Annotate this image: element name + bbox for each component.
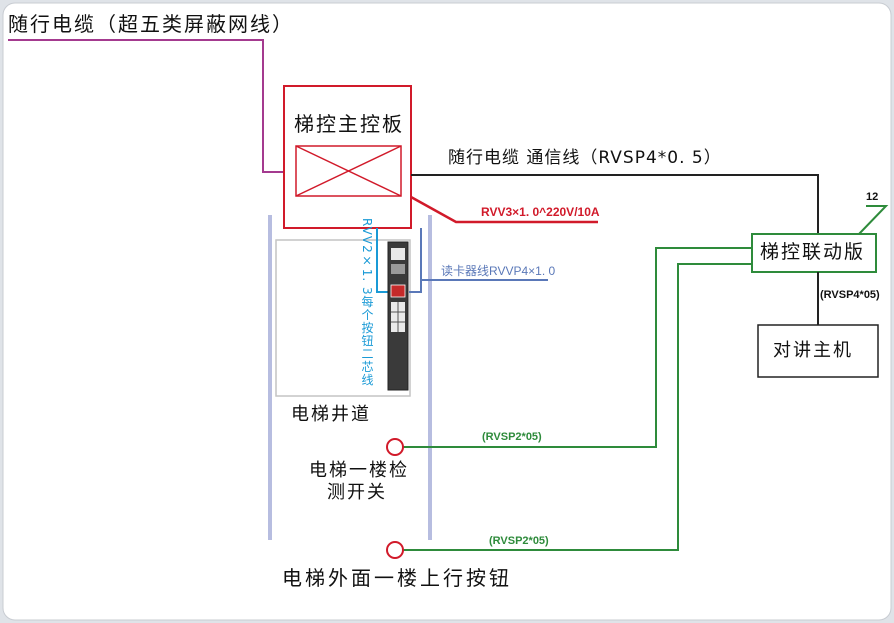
button-cable-line xyxy=(403,263,752,551)
switch-cable-line xyxy=(403,247,752,448)
main-board-label: 梯控主控板 xyxy=(294,112,404,136)
cat5-cable-line xyxy=(8,39,284,173)
linkage-board-box xyxy=(751,233,877,273)
linkage-board-label: 梯控联动版 xyxy=(760,241,866,263)
floor-switch-label-2: 测开关 xyxy=(327,482,387,503)
outside-button-label: 电梯外面一楼上行按钮 xyxy=(282,566,512,590)
power-cable-label: RVV3×1. 0^220V/10A xyxy=(481,205,600,219)
car-panel-display xyxy=(391,248,405,260)
intercom-host-label: 对讲主机 xyxy=(773,340,853,361)
floor-switch-label-1: 电梯一楼检 xyxy=(309,460,409,481)
card-reader-label: 读卡器线RVVP4×1. 0 xyxy=(441,264,556,278)
intercom-cable-label: (RVSP4*05) xyxy=(820,289,880,301)
switch-cable-label: (RVSP2*05) xyxy=(482,431,542,443)
linkage-count-label: 12 xyxy=(866,191,879,203)
floor-switch-dot xyxy=(386,438,404,456)
car-panel-screen xyxy=(391,264,405,274)
comm-cable-label: 随行电缆 通信线（RVSP4*0. 5） xyxy=(448,148,722,168)
button-cable-label: (RVSP2*05) xyxy=(489,535,549,547)
board-x-line-2 xyxy=(295,145,402,197)
car-panel-reader xyxy=(390,284,406,298)
up-button-dot xyxy=(386,541,404,559)
button-wire-label: RVV2×1. 3每个按钮二芯线 xyxy=(360,218,374,387)
power-cable-line xyxy=(410,195,598,224)
card-reader-line xyxy=(409,228,422,293)
linkage-count-line xyxy=(858,205,889,235)
cat5-cable-label: 随行电缆（超五类屏蔽网线） xyxy=(8,12,294,36)
intercom-host-box xyxy=(757,324,879,378)
elevator-shaft-label: 电梯井道 xyxy=(291,404,371,425)
button-wire-line xyxy=(376,228,390,293)
comm-cable-line xyxy=(411,174,819,234)
